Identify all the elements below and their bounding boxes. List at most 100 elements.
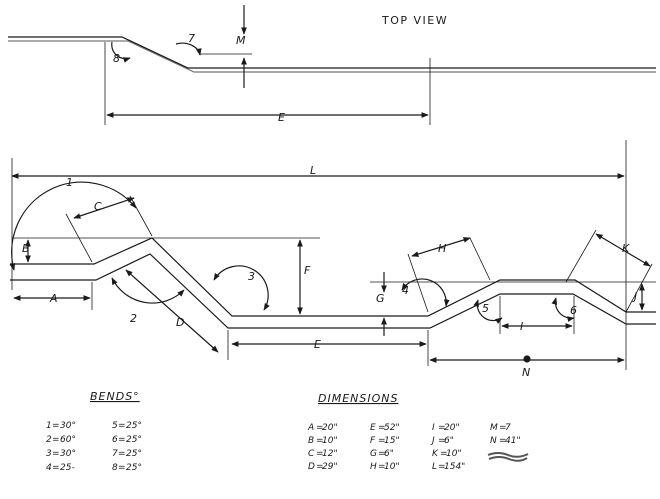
dim-e-key: E xyxy=(370,423,376,433)
dim-l-eq: = xyxy=(438,462,446,472)
dim-l-value: 154" xyxy=(444,462,465,472)
dim-b-value: 10" xyxy=(322,436,338,446)
side-label-bend2: 2 xyxy=(130,312,137,325)
dim-e-eq: = xyxy=(378,423,386,433)
dim-l-key: L xyxy=(432,462,437,472)
side-label-n: N xyxy=(522,366,530,379)
top-label-e: E xyxy=(278,111,285,124)
dim-k-eq: = xyxy=(440,449,448,459)
bend-5-num: 5 xyxy=(112,421,118,431)
bend-5-eq: = xyxy=(118,421,126,431)
side-label-bend5: 5 xyxy=(482,302,489,315)
k-extension-right xyxy=(625,263,653,313)
bend-4-value: 25- xyxy=(60,463,75,473)
dim-d-key: D xyxy=(308,462,315,472)
bend-7-eq: = xyxy=(118,449,126,459)
c-extension-left xyxy=(65,213,93,263)
bend-7-value: 25° xyxy=(126,449,142,459)
side-label-i: I xyxy=(520,320,523,333)
dim-g-value: 6" xyxy=(384,449,394,459)
dim-d-eq: = xyxy=(316,462,324,472)
bend-3-eq: = xyxy=(52,449,60,459)
dim-e-value: 52" xyxy=(384,423,400,433)
dim-a-key: A xyxy=(307,423,314,433)
side-label-bend4: 4 xyxy=(402,284,409,297)
side-label-bend1: 1 xyxy=(66,176,73,189)
k-extension-left xyxy=(565,229,597,283)
k-dimension-line xyxy=(595,233,651,267)
dim-j-value: 6" xyxy=(444,436,454,446)
dim-b-eq: = xyxy=(316,436,324,446)
dim-c-value: 12" xyxy=(322,449,338,459)
side-label-g: G xyxy=(376,292,385,305)
dim-k-key: K xyxy=(432,449,439,459)
bend-5-value: 25° xyxy=(126,421,142,431)
bend-8-num: 8 xyxy=(112,463,118,473)
bend-7-num: 7 xyxy=(112,449,118,459)
d-dimension-line xyxy=(125,269,219,353)
side-label-f: F xyxy=(304,264,311,277)
side-tube-bottom-edge xyxy=(10,253,656,329)
dim-m-value: 7 xyxy=(505,423,511,433)
dim-m-eq: = xyxy=(499,423,507,433)
dimensions-heading: DIMENSIONS xyxy=(318,392,398,405)
dim-b-key: B xyxy=(308,436,314,446)
top-label-bend7: 7 xyxy=(188,32,195,45)
dim-g-key: G xyxy=(370,449,377,459)
dimensions-table: DIMENSIONS A = 20" B = 10" C = 12" D = 2… xyxy=(307,392,529,472)
side-label-c: C xyxy=(94,200,102,213)
dim-f-eq: = xyxy=(378,436,386,446)
bends-heading: BENDS° xyxy=(90,390,140,403)
bend-4-arc xyxy=(401,278,450,307)
dim-k-value: 10" xyxy=(446,449,462,459)
side-label-bend3: 3 xyxy=(248,270,255,283)
dim-i-value: 20" xyxy=(444,423,460,433)
bend-2-eq: = xyxy=(52,435,60,445)
side-label-j: J xyxy=(632,290,637,303)
dim-h-key: H xyxy=(370,462,377,472)
side-label-h: H xyxy=(438,242,446,255)
side-tube-top-edge xyxy=(10,237,656,317)
bend-6-eq: = xyxy=(118,435,126,445)
top-label-bend8: 8 xyxy=(113,52,120,65)
dim-n-key: N xyxy=(490,436,497,446)
dim-f-value: 15" xyxy=(384,436,400,446)
bend-1-value: 30° xyxy=(60,421,76,431)
dim-d-value: 29" xyxy=(322,462,338,472)
bend-8-arc xyxy=(111,41,131,63)
dim-g-eq: = xyxy=(378,449,386,459)
side-label-l: L xyxy=(310,164,316,177)
bend-8-value: 25° xyxy=(126,463,142,473)
bend-3-arc xyxy=(213,265,270,311)
dim-f-key: F xyxy=(370,436,376,446)
side-label-b: B xyxy=(22,242,30,255)
side-label-k: K xyxy=(622,242,630,255)
n-marker-dot xyxy=(523,355,531,363)
bend-1-eq: = xyxy=(52,421,60,431)
bends-table: BENDS° 1 = 30° 2 = 60° 3 = 30° 4 = 25- 5… xyxy=(46,390,142,473)
bend-6-num: 6 xyxy=(112,435,118,445)
bend-3-num: 3 xyxy=(46,449,52,459)
bend-5-arc xyxy=(473,299,503,324)
dim-m-key: M xyxy=(490,423,498,433)
bend-4-eq: = xyxy=(52,463,60,473)
side-view: L 1 C B A 2 D 3 F E G 4 H 5 I 6 K J N xyxy=(9,140,656,379)
bend-2-num: 2 xyxy=(46,435,52,445)
bend-6-arc xyxy=(551,297,575,322)
side-label-a: A xyxy=(49,292,58,305)
side-label-e: E xyxy=(314,338,321,351)
view-title: TOP VIEW xyxy=(381,14,448,27)
dim-a-value: 20" xyxy=(322,423,338,433)
bend-3-value: 30° xyxy=(60,449,76,459)
dim-i-key: I xyxy=(432,423,435,433)
top-view: TOP VIEW 7 8 M E xyxy=(8,5,656,125)
c-extension-right xyxy=(129,195,153,237)
scribble-mark xyxy=(487,452,529,458)
bend-8-eq: = xyxy=(118,463,126,473)
h-dimension-line xyxy=(411,237,471,257)
side-label-d: D xyxy=(176,316,184,329)
top-tube-upper-edge xyxy=(8,40,656,73)
bend-7-arc xyxy=(175,42,202,56)
